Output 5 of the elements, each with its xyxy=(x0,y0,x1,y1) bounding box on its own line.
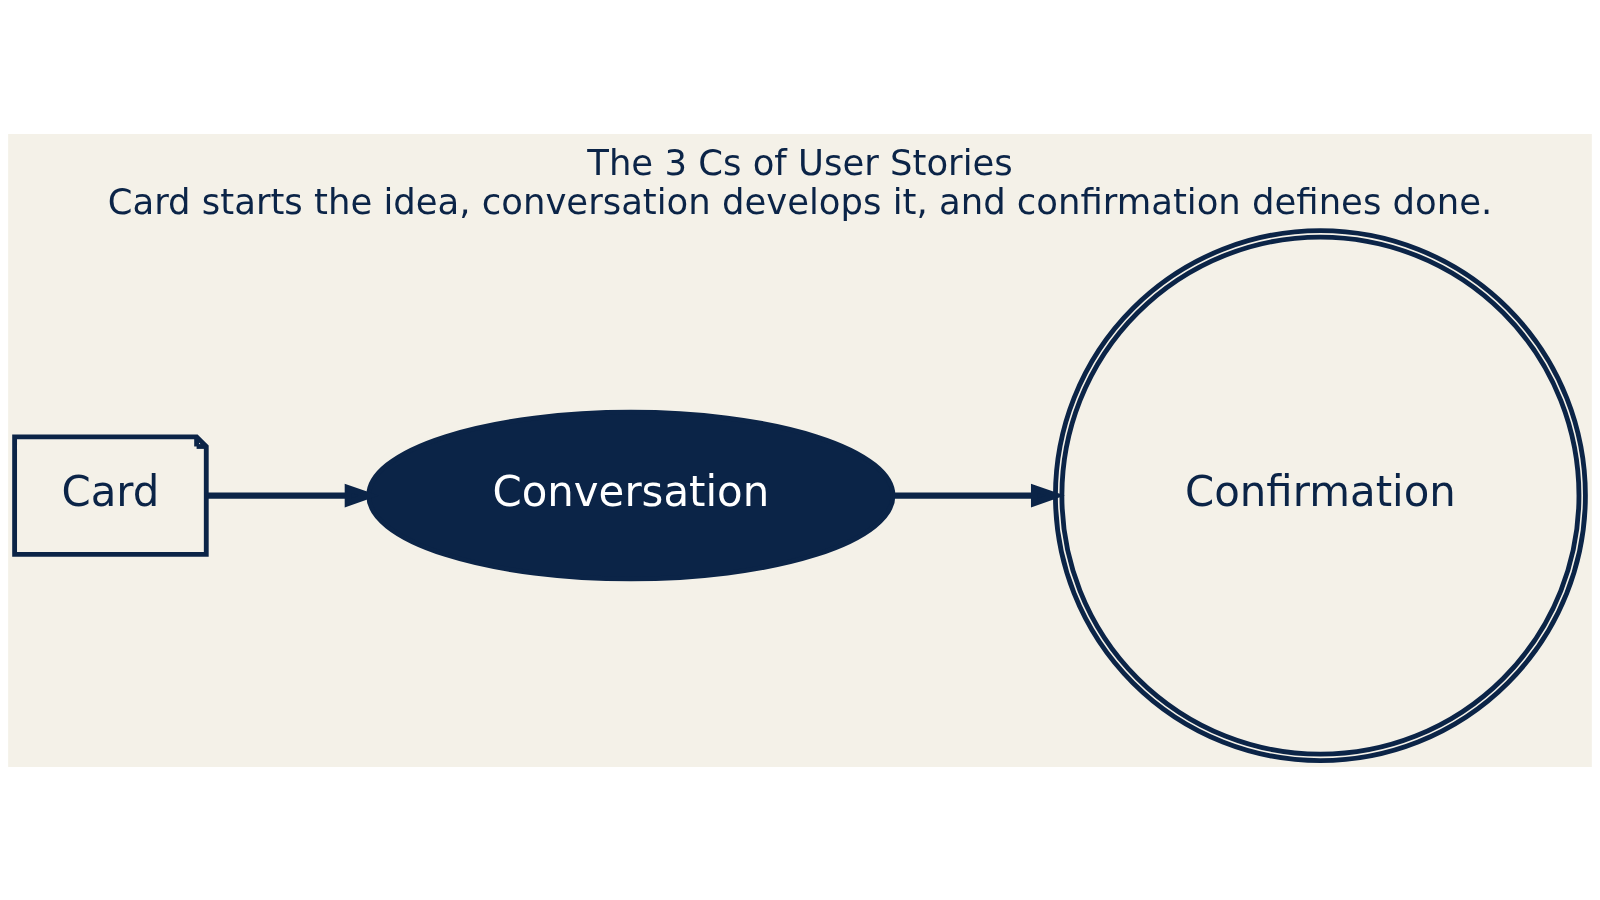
diagram-title: The 3 Cs of User Stories xyxy=(587,141,1013,183)
node-ellipse: Conversation xyxy=(366,409,896,581)
arrow xyxy=(892,483,1065,507)
node-circle: Confirmation xyxy=(1053,227,1588,763)
caption: Card starts the idea, conversation develops it, and confirmation defines done. xyxy=(107,180,1493,222)
